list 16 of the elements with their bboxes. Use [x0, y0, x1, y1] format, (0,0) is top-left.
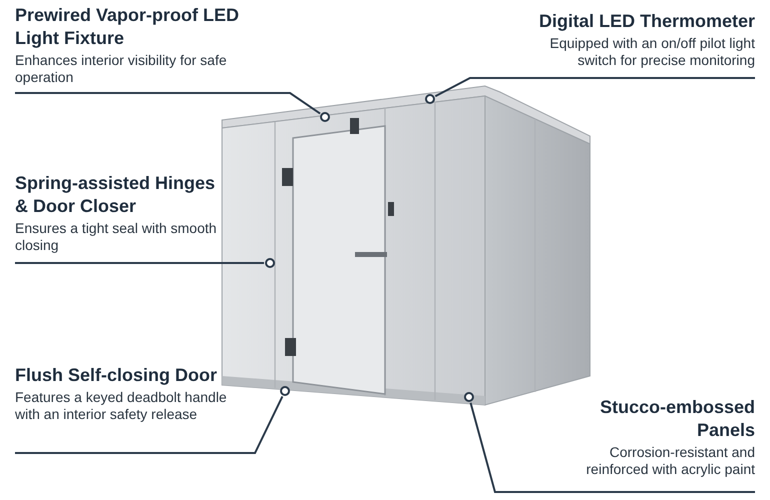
callout-heading: Flush Self-closing Door — [15, 364, 218, 387]
callout-description: Corrosion-resistant and reinforced with acrylic paint — [585, 444, 755, 478]
leader-dot — [280, 386, 290, 396]
leader-line — [15, 92, 321, 114]
leader-line — [470, 402, 755, 493]
callout-heading: Prewired Vapor-proof LED Light Fixture — [15, 4, 240, 50]
callout-heading: Digital LED Thermometer — [538, 10, 755, 33]
callout-description: Enhances interior visibility for safe operation — [15, 52, 228, 86]
callout-heading: Stucco-embossed Panels — [598, 396, 755, 442]
leader-line — [434, 77, 755, 98]
callout-description: Equipped with an on/off pilot light switch for precise monitoring — [548, 35, 755, 69]
leader-line — [15, 396, 284, 454]
callout-description: Features a keyed deadbolt handle with an interior safety release — [15, 389, 228, 423]
callout-description: Ensures a tight seal with smooth closing — [15, 220, 218, 254]
leader-line — [15, 262, 264, 264]
callout-heading: Spring-assisted Hinges & Door Closer — [15, 172, 216, 218]
